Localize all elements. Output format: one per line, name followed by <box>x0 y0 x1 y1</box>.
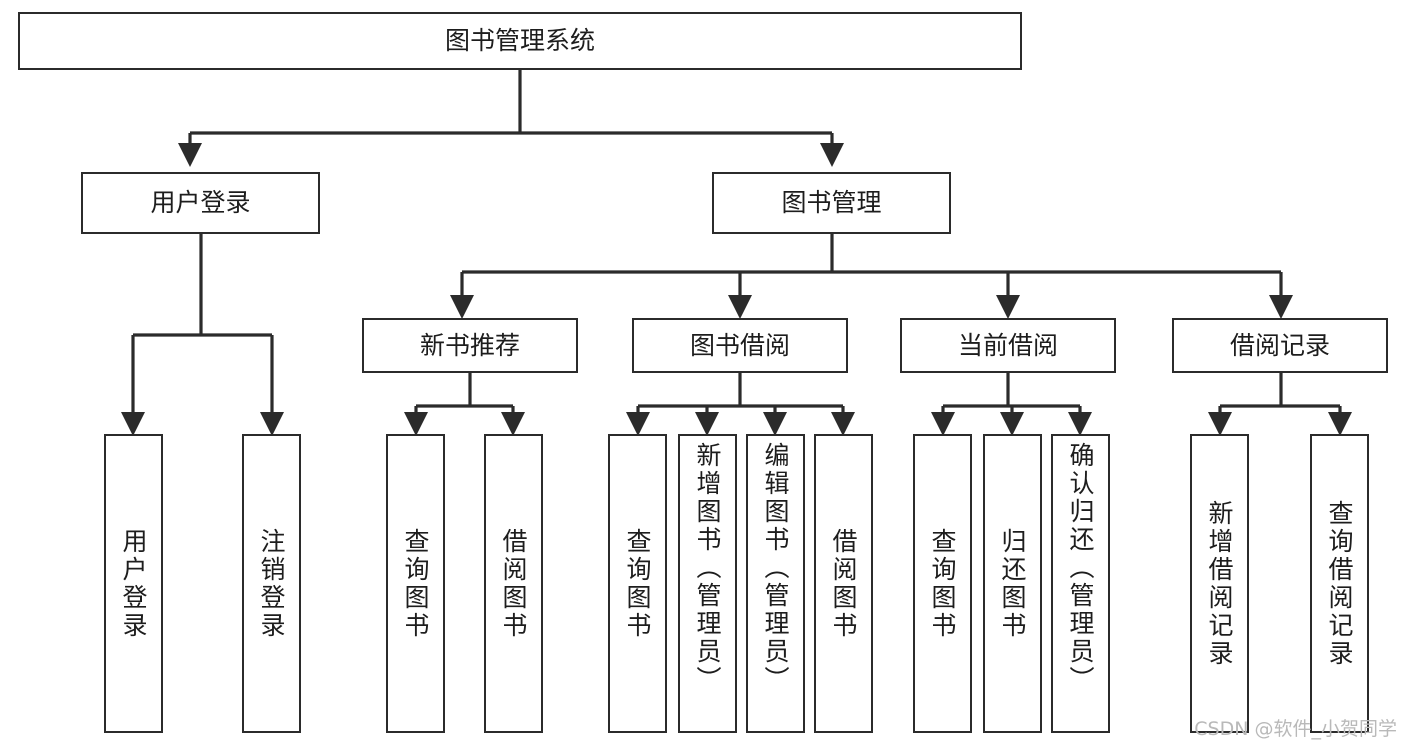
leaf-confirm-return[interactable]: 确认归还（管理员） <box>1051 434 1110 733</box>
node-label: 借阅记录 <box>1229 330 1330 360</box>
leaf-logout-login[interactable]: 注销登录 <box>242 434 301 733</box>
node-label: 确认归还（管理员） <box>1066 442 1095 694</box>
node-book-management[interactable]: 图书管理 <box>712 172 951 234</box>
node-label: 图书管理系统 <box>444 26 595 55</box>
node-label: 查询图书 <box>928 527 957 640</box>
leaf-user-login[interactable]: 用户登录 <box>104 434 163 733</box>
node-label: 当前借阅 <box>957 330 1058 360</box>
node-label: 注销登录 <box>257 527 286 640</box>
node-label: 新增借阅记录 <box>1205 499 1234 668</box>
node-label: 查询图书 <box>401 527 430 640</box>
node-label: 新增图书（管理员） <box>693 442 722 694</box>
node-label: 新书推荐 <box>419 330 520 360</box>
leaf-edit-book[interactable]: 编辑图书（管理员） <box>746 434 805 733</box>
node-user-login[interactable]: 用户登录 <box>81 172 320 234</box>
leaf-add-borrow-record[interactable]: 新增借阅记录 <box>1190 434 1249 733</box>
node-label: 借阅图书 <box>499 527 528 640</box>
leaf-return-book[interactable]: 归还图书 <box>983 434 1042 733</box>
node-label: 用户登录 <box>119 527 148 640</box>
leaf-borrow-book[interactable]: 借阅图书 <box>814 434 873 733</box>
node-label: 查询借阅记录 <box>1325 499 1354 668</box>
node-current-borrow[interactable]: 当前借阅 <box>900 318 1116 373</box>
node-label: 归还图书 <box>998 527 1027 640</box>
node-label: 用户登录 <box>150 188 251 217</box>
node-root-system[interactable]: 图书管理系统 <box>18 12 1022 70</box>
node-label: 查询图书 <box>623 527 652 640</box>
leaf-query-borrow-record[interactable]: 查询借阅记录 <box>1310 434 1369 733</box>
node-borrow-record[interactable]: 借阅记录 <box>1172 318 1388 373</box>
leaf-query-book-current[interactable]: 查询图书 <box>913 434 972 733</box>
leaf-borrow-book-recommend[interactable]: 借阅图书 <box>484 434 543 733</box>
node-book-borrow[interactable]: 图书借阅 <box>632 318 848 373</box>
leaf-query-book-borrow[interactable]: 查询图书 <box>608 434 667 733</box>
node-label: 编辑图书（管理员） <box>761 442 790 694</box>
node-new-book-recommend[interactable]: 新书推荐 <box>362 318 578 373</box>
node-label: 图书借阅 <box>689 330 790 360</box>
leaf-query-book-recommend[interactable]: 查询图书 <box>386 434 445 733</box>
node-label: 借阅图书 <box>829 527 858 640</box>
leaf-add-book[interactable]: 新增图书（管理员） <box>678 434 737 733</box>
watermark-text: CSDN @软件_小贺同学 <box>1194 718 1397 740</box>
node-label: 图书管理 <box>781 188 882 217</box>
